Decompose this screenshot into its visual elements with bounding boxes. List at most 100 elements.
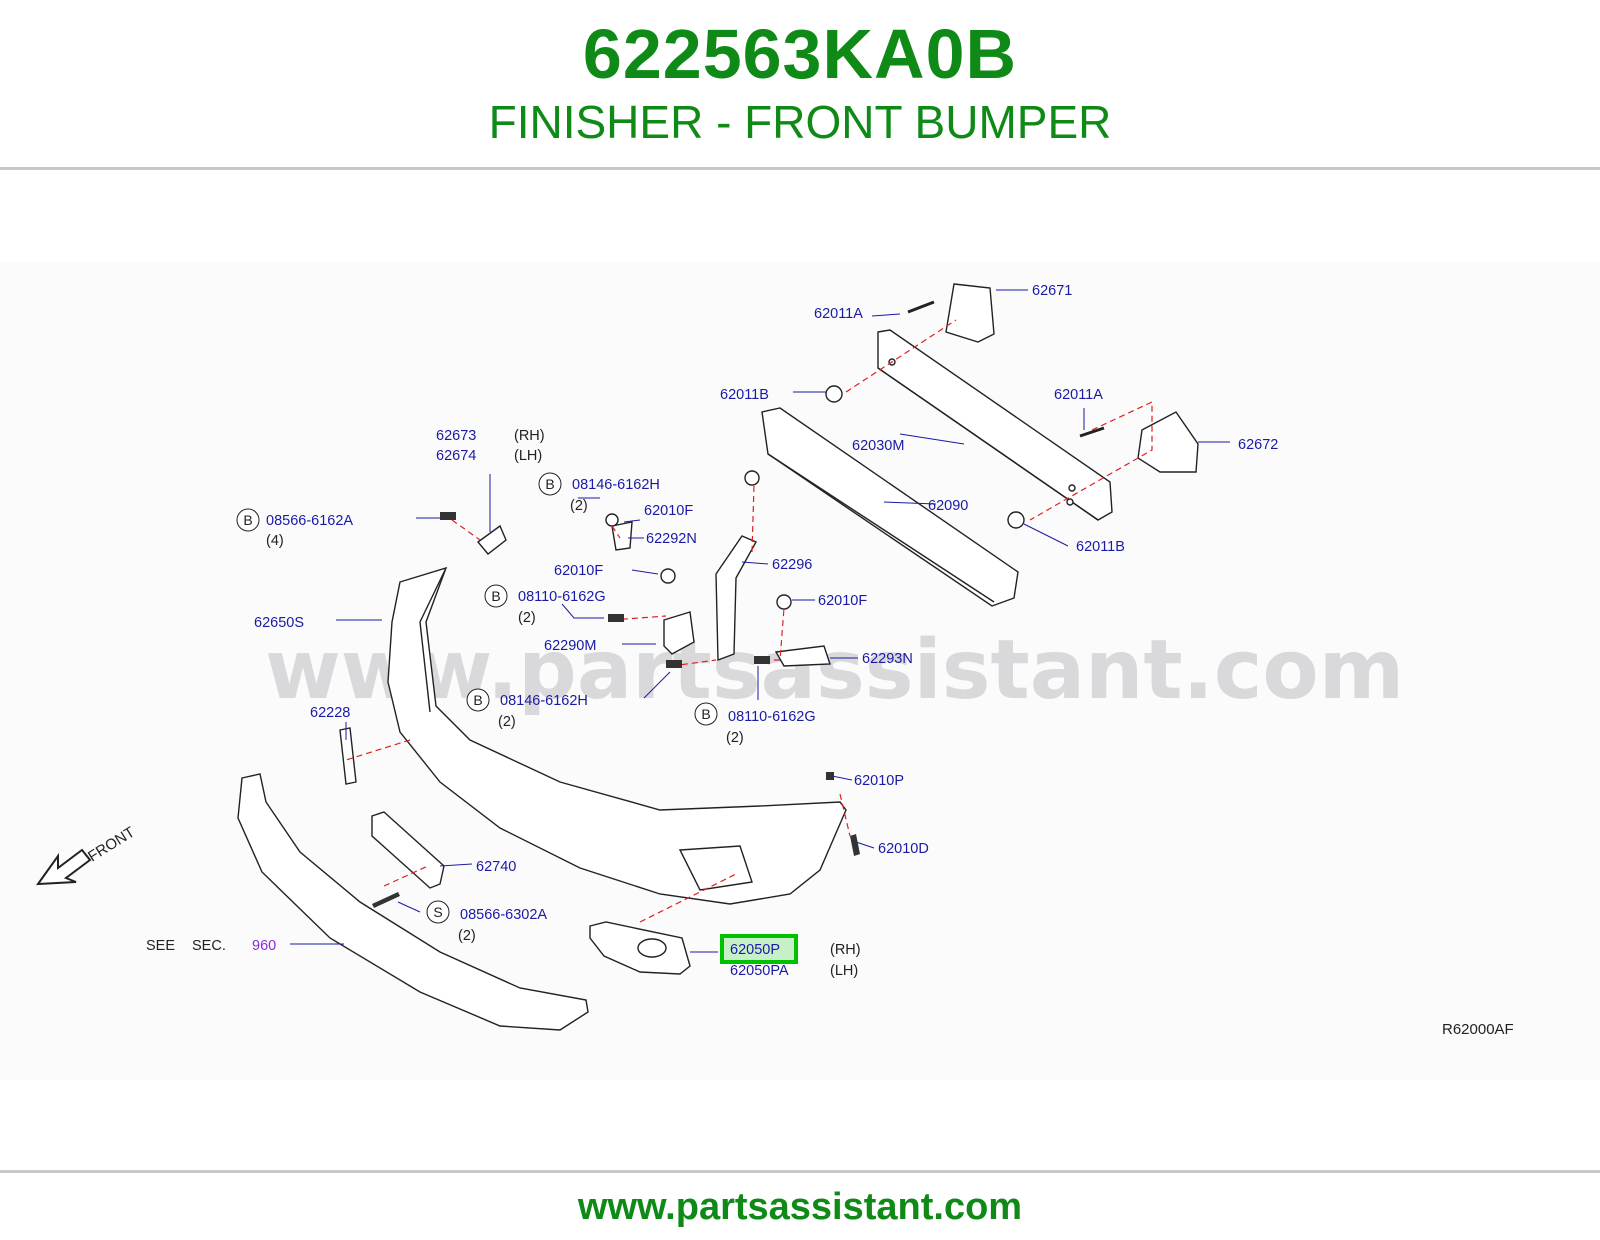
callout-62010P[interactable]: 62010P	[854, 773, 904, 789]
circle-s-08566S	[426, 900, 450, 924]
lower-finisher-part	[237, 773, 589, 1031]
assembly-lines	[345, 319, 1153, 923]
footer-divider	[0, 1170, 1600, 1173]
callout-62672[interactable]: 62672	[1238, 437, 1278, 453]
part-name-subtitle: FINISHER - FRONT BUMPER	[488, 96, 1112, 148]
callout-62011A-right[interactable]: 62011A	[1054, 387, 1103, 403]
section-960-link[interactable]: 960	[252, 938, 276, 954]
bolt-62011A-right-part	[1079, 426, 1105, 438]
header: 622563KA0B FINISHER - FRONT BUMPER	[0, 0, 1600, 168]
screw-08566S-icon	[372, 892, 400, 908]
circle-letter-b4: B	[473, 692, 482, 708]
highlight-box-62050P	[720, 934, 798, 964]
callout-08566-6162A-qty: (4)	[266, 533, 284, 549]
callout-08146-6162H-bottom-qty: (2)	[498, 714, 516, 730]
callout-62296[interactable]: 62296	[772, 557, 812, 573]
watermark-text: www.partsassistant.com	[265, 623, 1404, 718]
callout-62010F-a[interactable]: 62010F	[644, 503, 693, 519]
callout-08146-6162H-top[interactable]: 08146-6162H	[572, 477, 660, 493]
circle-letter-b1: B	[243, 512, 252, 528]
callout-62293N[interactable]: 62293N	[862, 651, 913, 667]
header-divider	[0, 167, 1600, 170]
circle-b-08146H-bottom	[466, 688, 490, 712]
callout-08110-6162G-bottom[interactable]: 08110-6162G	[728, 709, 816, 725]
front-direction-indicator: FRONT	[35, 824, 138, 886]
bracket-62292N-part	[611, 521, 633, 551]
stay-62296-part	[715, 535, 757, 662]
clip-62010F-c-part	[776, 594, 792, 610]
bolt-62011A-top-part	[907, 300, 935, 314]
circle-letter-b2: B	[545, 476, 554, 492]
circle-b-08110G-top	[484, 584, 508, 608]
callout-08566-6162A[interactable]: 08566-6162A	[266, 513, 353, 529]
sec-label: SEC.	[192, 938, 226, 954]
callout-labels: 62671 62011A 62011B 62011A 62672 62030M …	[254, 283, 1278, 979]
bolt-08110G-bottom-icon	[754, 656, 770, 664]
bracket-62673-part	[476, 524, 507, 555]
callout-08146-6162H-bottom[interactable]: 08146-6162H	[500, 693, 588, 709]
callout-62740[interactable]: 62740	[476, 859, 516, 875]
diagram-svg: www.partsassistant.com	[35, 283, 1514, 1038]
callout-62010F-b[interactable]: 62010F	[554, 563, 603, 579]
callout-62674[interactable]: 62674	[436, 448, 476, 464]
callout-62674-side: (LH)	[514, 448, 542, 464]
circle-b-08146H-top	[538, 472, 562, 496]
callout-62090[interactable]: 62090	[928, 498, 968, 514]
callout-62228[interactable]: 62228	[310, 705, 350, 721]
license-bracket-62740-part	[371, 811, 445, 889]
clip-62010F-b-part	[660, 568, 676, 584]
front-label: FRONT	[85, 824, 138, 866]
bolt-08566A-icon	[440, 512, 456, 520]
callout-62292N[interactable]: 62292N	[646, 531, 697, 547]
diagram-code: R62000AF	[1442, 1021, 1514, 1038]
parts-artwork	[237, 283, 1199, 1031]
callout-62673[interactable]: 62673	[436, 428, 476, 444]
finisher-62228-part	[339, 727, 357, 785]
callout-62011B-top[interactable]: 62011B	[720, 387, 769, 403]
bumper-fascia-part	[387, 566, 847, 905]
callout-62050P[interactable]: 62050P	[730, 942, 780, 958]
fastener-icons	[372, 512, 860, 908]
screw-62010D-icon	[850, 834, 860, 856]
circle-b-08110G-bottom	[694, 702, 718, 726]
circle-letter-b5: B	[701, 706, 710, 722]
footer-website-link[interactable]: www.partsassistant.com	[577, 1186, 1023, 1228]
callout-62290M[interactable]: 62290M	[544, 638, 596, 654]
callout-08110-6162G-top[interactable]: 08110-6162G	[518, 589, 606, 605]
callout-62030M[interactable]: 62030M	[852, 438, 904, 454]
callout-08110-6162G-top-qty: (2)	[518, 610, 536, 626]
callout-62011A-top[interactable]: 62011A	[814, 306, 863, 322]
clip-62010F-a-part	[605, 513, 619, 527]
bracket-62290M-part	[663, 611, 695, 655]
bracket-62293N-part	[774, 645, 831, 667]
front-arrow-icon	[35, 848, 92, 886]
see-section-note: SEE SEC. 960	[146, 938, 276, 954]
circle-letter-s1: S	[433, 904, 442, 920]
bumper-reinforcement-part	[877, 329, 1113, 521]
callout-62671[interactable]: 62671	[1032, 283, 1072, 299]
callout-62673-side: (RH)	[514, 428, 545, 444]
callout-62050PA[interactable]: 62050PA	[730, 963, 789, 979]
callout-62011B-bottom[interactable]: 62011B	[1076, 539, 1125, 555]
callout-62050P-side: (RH)	[830, 942, 861, 958]
bracket-62671-part	[945, 283, 995, 343]
clip-62010P-icon	[826, 772, 834, 780]
callout-08146-6162H-top-qty: (2)	[570, 498, 588, 514]
clip-top-part	[744, 470, 760, 486]
fog-finisher-part	[589, 921, 691, 975]
callout-62010D[interactable]: 62010D	[878, 841, 929, 857]
bracket-62672-part	[1137, 411, 1199, 473]
callout-62010F-c[interactable]: 62010F	[818, 593, 867, 609]
circle-b-08566A	[236, 508, 260, 532]
see-label: SEE	[146, 938, 175, 954]
callout-62050PA-side: (LH)	[830, 963, 858, 979]
nut-62011B-top-part	[825, 385, 843, 403]
bolt-08110G-top-icon	[608, 614, 624, 622]
callout-62650S[interactable]: 62650S	[254, 615, 304, 631]
part-number-title: 622563KA0B	[582, 15, 1018, 93]
callout-08566-6302A-qty: (2)	[458, 928, 476, 944]
leader-lines	[290, 289, 1230, 953]
nut-62011B-bottom-part	[1007, 511, 1025, 529]
circle-markers: B B B B B S	[236, 472, 718, 924]
callout-08566-6302A[interactable]: 08566-6302A	[460, 907, 547, 923]
